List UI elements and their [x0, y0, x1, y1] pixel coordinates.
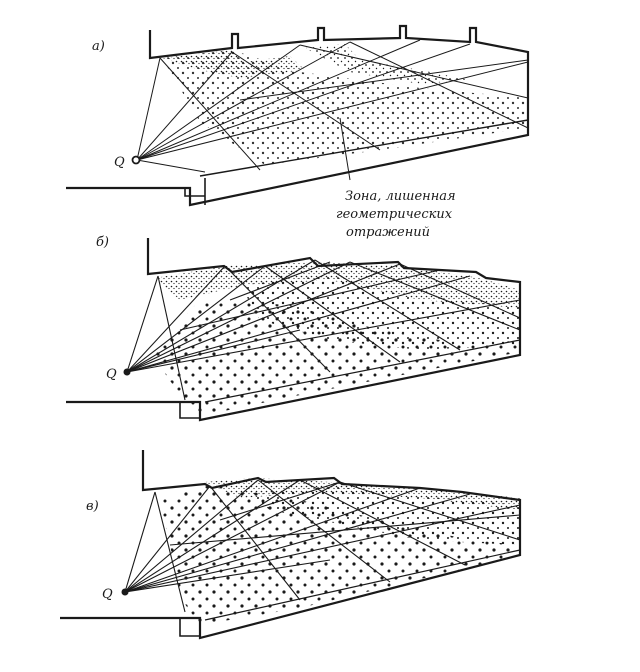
diagram-b-label: б): [96, 235, 109, 250]
diagram-a-label: а): [92, 39, 105, 54]
diagram-b-coarse-zone: [150, 300, 520, 415]
diagram-a-ceiling-zone: [162, 50, 305, 78]
diagram-c-rays: [124, 479, 521, 613]
diagram-b: Q б): [66, 235, 522, 422]
diagram-b-ceiling-zone: [155, 262, 520, 308]
diagram-c-ceiling-zone: [205, 478, 520, 510]
diagram-b-source-label: Q: [106, 367, 117, 382]
diagram-c-coarse-zone: [160, 485, 520, 625]
diagram-a-floor-rake: [199, 119, 529, 177]
diagram-c: Q в): [60, 450, 522, 640]
diagram-a-rays: [136, 39, 529, 173]
diagram-b-floor-rake: [204, 339, 521, 403]
diagram-a-room-outline: [66, 24, 530, 207]
diagram-c-floor-step: [179, 618, 200, 637]
diagram-b-rays: [126, 259, 521, 401]
diagram-b-floor-step: [179, 402, 200, 419]
diagram-c-room-outline: [60, 450, 522, 640]
diagram-c-source-label: Q: [102, 587, 113, 602]
diagram-c-floor-rake: [204, 549, 521, 621]
annotation-line-2: геометрических: [336, 207, 453, 222]
diagram-a-annotation-arrow: [339, 117, 351, 181]
diagram-b-source-marker: [123, 368, 131, 376]
diagram-b-mid-zone: [240, 275, 520, 350]
annotation-line-3: отражений: [346, 225, 430, 240]
diagram-a-floor-step: [184, 178, 206, 205]
diagram-a-source-label: Q: [114, 155, 125, 170]
diagram-c-label: в): [86, 499, 99, 514]
diagram-a-source-marker: [131, 155, 141, 165]
annotation-line-1: Зона, лишенная: [345, 189, 456, 204]
diagram-a: Q а): [66, 24, 530, 207]
annotation: Зона, лишенная геометрических отражений: [336, 189, 456, 240]
diagram-c-source-marker: [121, 588, 129, 596]
